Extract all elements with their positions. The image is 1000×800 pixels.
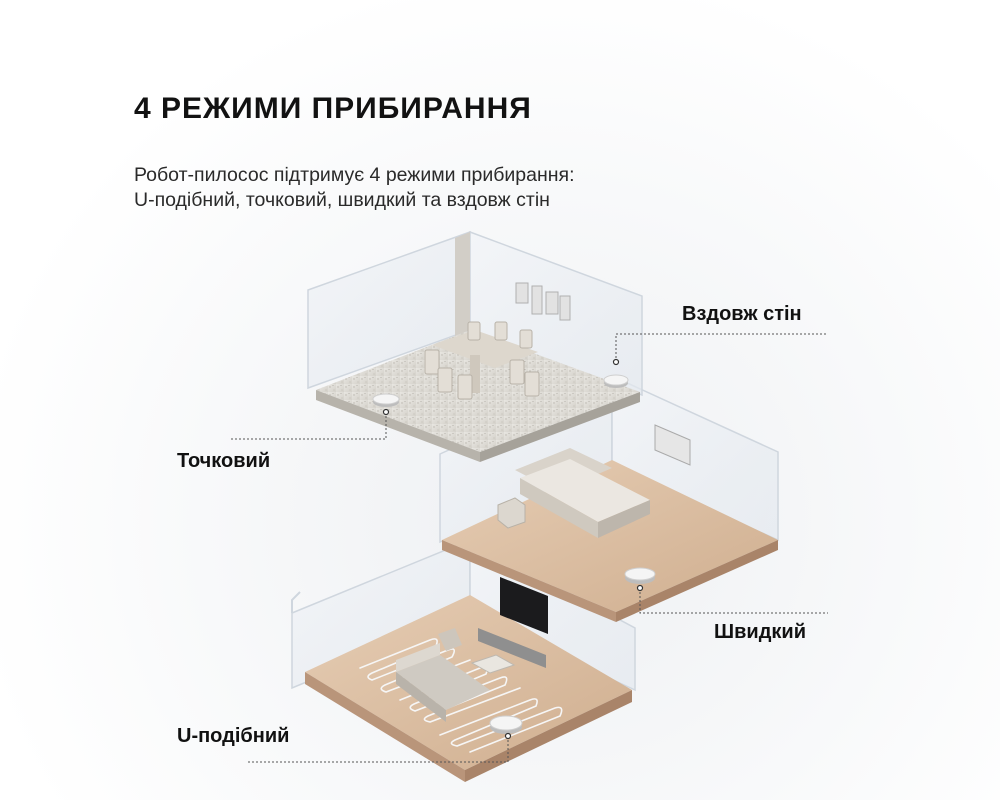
dining-room <box>307 230 643 462</box>
callout-u-shaped <box>248 736 509 763</box>
robot-vacuum-icon <box>489 715 523 734</box>
bedroom-floor <box>442 460 778 612</box>
tv <box>500 577 548 634</box>
subtitle-line-2: U-подібний, точковий, швидкий та вздовж … <box>134 189 550 211</box>
subtitle-line-1: Робот-пилосос підтримує 4 режими прибира… <box>134 164 575 186</box>
mode-label-along-walls: Вздовж стін <box>682 303 802 325</box>
callout-lines <box>230 333 828 763</box>
dining-table <box>432 330 538 393</box>
callout-fast <box>639 588 828 614</box>
armchair <box>438 628 462 651</box>
curtain <box>455 232 470 336</box>
callout-dot <box>636 584 644 592</box>
page-title: 4 РЕЖИМИ ПРИБИРАННЯ <box>134 92 532 125</box>
mode-label-spot: Точковий <box>177 450 271 472</box>
bed <box>515 448 650 538</box>
wall-picture <box>654 424 691 466</box>
sofa <box>396 643 490 722</box>
callout-dot <box>504 732 512 740</box>
chairs <box>424 321 540 400</box>
nightstand <box>497 497 526 529</box>
bedroom <box>439 374 779 622</box>
callout-along-walls <box>615 333 826 362</box>
robot-vacuum-icon <box>603 374 629 388</box>
callout-dot <box>612 358 620 366</box>
page-subtitle: Робот-пилосос підтримує 4 режими прибира… <box>134 163 754 213</box>
robot-vacuum-icon <box>624 567 656 584</box>
mode-label-u-shaped: U-подібний <box>177 725 290 747</box>
callout-spot <box>230 412 387 440</box>
coffee-table <box>470 654 516 674</box>
callout-dot <box>382 408 390 416</box>
wall-pictures <box>515 282 571 321</box>
robot-vacuum-icon <box>372 393 400 407</box>
mode-label-fast: Швидкий <box>714 621 806 643</box>
